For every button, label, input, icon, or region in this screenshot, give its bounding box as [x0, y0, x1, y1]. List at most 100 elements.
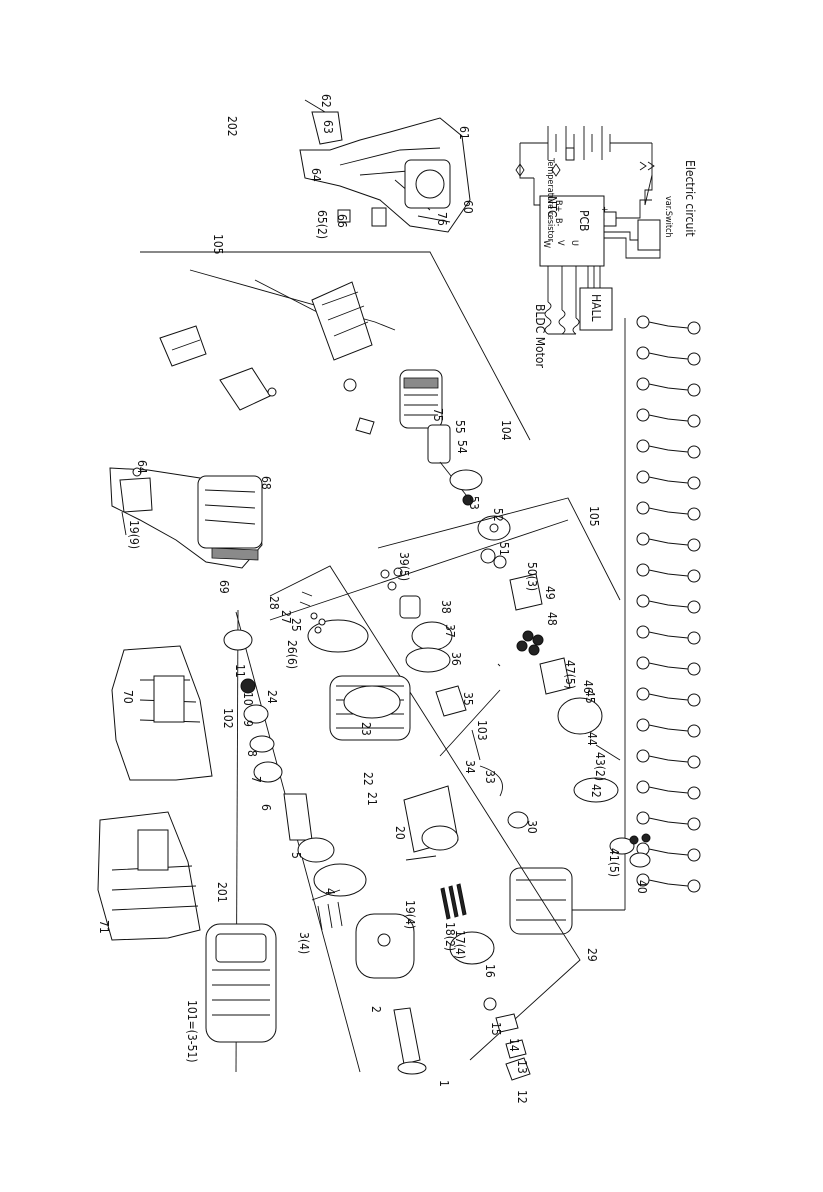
legend-marker-right: [687, 755, 701, 769]
part-label: 202: [225, 116, 239, 137]
legend-marker-left: [636, 501, 650, 515]
part-label: 69: [217, 580, 231, 594]
legend-marker-left: [636, 439, 650, 453]
part-label: 8: [245, 750, 259, 757]
legend-marker-left: [636, 749, 650, 763]
legend-marker-right: [687, 507, 701, 521]
legend-marker-right: [687, 848, 701, 862]
part-label: 64: [309, 168, 323, 182]
part-label: 68: [259, 476, 273, 490]
legend-marker-left: [636, 718, 650, 732]
legend-marker-left: [636, 408, 650, 422]
part-label: 1: [437, 1080, 451, 1087]
part-label: 37: [443, 624, 457, 638]
pcb-box: [539, 195, 605, 267]
circuit-motor-label: BLDC Motor: [533, 304, 547, 368]
circuit-pcb-label: PCB: [577, 210, 591, 231]
part-label: 25: [289, 618, 303, 632]
circuit-pole-minus: -: [599, 218, 609, 221]
part-label: 63: [321, 120, 335, 134]
legend-marker-left: [636, 656, 650, 670]
legend-marker-left: [636, 811, 650, 825]
part-label: 65(2): [315, 210, 329, 239]
circuit-terminal-v: V: [555, 240, 565, 246]
legend-marker-left: [636, 315, 650, 329]
part-label: 42: [589, 784, 603, 798]
legend-leader: [648, 755, 689, 763]
legend-marker-left: [636, 625, 650, 639]
part-label: 102: [221, 708, 235, 729]
part-label: 41(5): [607, 848, 621, 877]
part-label: 105: [211, 234, 225, 255]
part-label: 35: [461, 692, 475, 706]
legend-marker-right: [687, 352, 701, 366]
legend-marker-right: [687, 476, 701, 490]
part-label: 2: [369, 1006, 383, 1013]
part-label: 22: [361, 772, 375, 786]
circuit-terminal-u: U: [569, 240, 579, 246]
part-label: 43(2): [593, 752, 607, 781]
circuit-terminal-bplus: B+: [553, 200, 563, 212]
legend-leader: [648, 600, 689, 608]
legend-leader: [648, 786, 689, 794]
part-label: 201: [215, 882, 229, 903]
circuit-ntc-label: NTC: [545, 196, 559, 218]
part-label: 36: [449, 652, 463, 666]
part-label: 46: [581, 680, 595, 694]
legend-leader: [648, 879, 689, 887]
legend-leader: [648, 321, 689, 329]
part-label: 51: [497, 542, 511, 556]
part-label: 50(3): [525, 562, 539, 591]
legend-marker-right: [687, 569, 701, 583]
part-label: 18(2): [443, 922, 457, 951]
legend-marker-left: [636, 470, 650, 484]
legend-leader: [648, 817, 689, 825]
part-label: 54: [455, 440, 469, 454]
battery-symbol: [520, 126, 652, 160]
legend-leader: [648, 414, 689, 422]
circuit-terminal-w: W: [541, 240, 551, 248]
var-switch: [637, 219, 661, 251]
part-label: 16: [483, 964, 497, 978]
part-label: 44: [585, 732, 599, 746]
housing-half-202: [299, 99, 471, 233]
legend-leader: [648, 724, 689, 732]
part-label: 13: [515, 1060, 529, 1074]
legend-marker-right: [687, 631, 701, 645]
part-label: 17(4): [453, 930, 467, 959]
circuit-terminal-bminus: B-: [553, 218, 563, 227]
part-label: 55: [453, 420, 467, 434]
part-label: 52: [491, 508, 505, 522]
legend-marker-right: [687, 693, 701, 707]
legend-marker-right: [687, 724, 701, 738]
part-label: 10: [241, 692, 255, 706]
part-label: 61: [457, 126, 471, 140]
legend-leader: [648, 352, 689, 360]
legend-marker-left: [636, 377, 650, 391]
circuit-pole-plus: +: [599, 206, 609, 213]
legend-leader: [648, 476, 689, 484]
part-label: 47(5): [563, 660, 577, 689]
part-label: 53: [467, 496, 481, 510]
legend-leader: [648, 538, 689, 546]
gearbox-101: [205, 923, 277, 1043]
part-label: 33: [483, 770, 497, 784]
part-label: 75: [431, 408, 445, 422]
gearbox-103: [269, 497, 651, 935]
motor-assembly-104: [140, 251, 531, 541]
part-label: 23: [359, 722, 373, 736]
electric-circuit: Electric circuit PCB NTC HALL BLDC Motor…: [515, 126, 697, 368]
legend-marker-left: [636, 687, 650, 701]
legend-marker-right: [687, 383, 701, 397]
part-label: 6: [259, 804, 273, 811]
part-label: 11: [233, 664, 247, 678]
part-label: 3(4): [297, 932, 311, 954]
part-label: 20: [393, 826, 407, 840]
legend-marker-right: [687, 321, 701, 335]
legend-marker-left: [636, 563, 650, 577]
clutch-assembly: [235, 565, 581, 1081]
part-label: 104: [499, 420, 513, 441]
battery-71: [97, 811, 201, 941]
legend-marker-right: [687, 879, 701, 893]
part-number-labels: 123(4)4567891011121314151617(4)18(2)19(4…: [97, 94, 649, 1104]
